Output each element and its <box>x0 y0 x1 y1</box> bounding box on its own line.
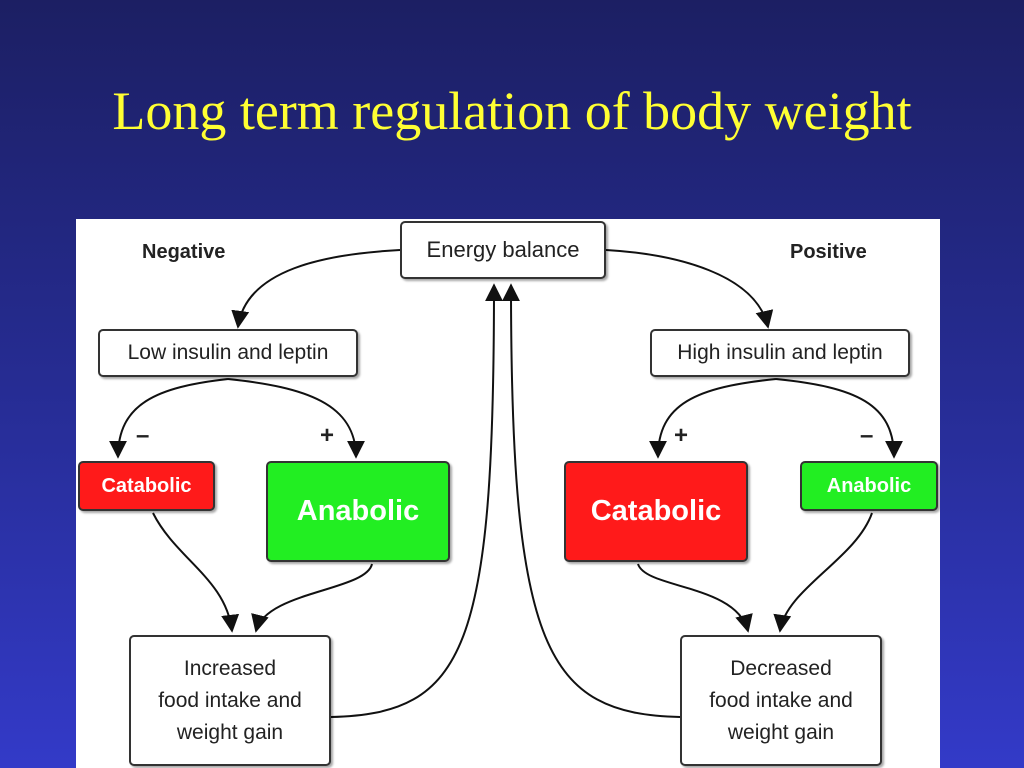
slide-title: Long term regulation of body weight <box>112 81 912 141</box>
decreased-intake-node: Decreased food intake and weight gain <box>680 635 882 766</box>
sign-left-anabolic: + <box>320 422 335 449</box>
arrow-anabolic-to-increased <box>251 563 373 633</box>
negative-label: Negative <box>142 241 226 263</box>
catabolic-node-left: Catabolic <box>78 461 215 511</box>
arrow-decreased-to-energy <box>502 283 681 718</box>
high-insulin-node: High insulin and leptin <box>650 329 910 377</box>
arrow-energy-to-low <box>231 249 401 329</box>
anabolic-node-right: Anabolic <box>800 461 938 511</box>
arrow-low-to-catabolic <box>109 378 229 459</box>
arrow-anabolic-to-decreased <box>773 512 873 633</box>
sign-right-catabolic: + <box>674 422 689 449</box>
arrow-catabolic-to-decreased <box>637 563 753 633</box>
diagram-panel: Negative Positive Energy balance Low ins… <box>76 219 940 768</box>
arrow-high-to-anabolic <box>775 378 903 459</box>
energy-balance-node: Energy balance <box>400 221 606 279</box>
diagram-arrows <box>109 249 903 718</box>
arrow-catabolic-to-increased <box>152 512 240 633</box>
arrow-increased-to-energy <box>330 283 503 718</box>
arrow-high-to-catabolic <box>649 378 777 459</box>
arrow-low-to-anabolic <box>227 378 365 459</box>
increased-intake-node: Increased food intake and weight gain <box>129 635 331 766</box>
catabolic-node-right: Catabolic <box>564 461 748 562</box>
positive-label: Positive <box>790 241 867 263</box>
anabolic-node-left: Anabolic <box>266 461 450 562</box>
sign-right-anabolic: – <box>860 422 874 449</box>
arrow-energy-to-high <box>605 249 774 329</box>
low-insulin-node: Low insulin and leptin <box>98 329 358 377</box>
sign-left-catabolic: – <box>136 422 150 449</box>
